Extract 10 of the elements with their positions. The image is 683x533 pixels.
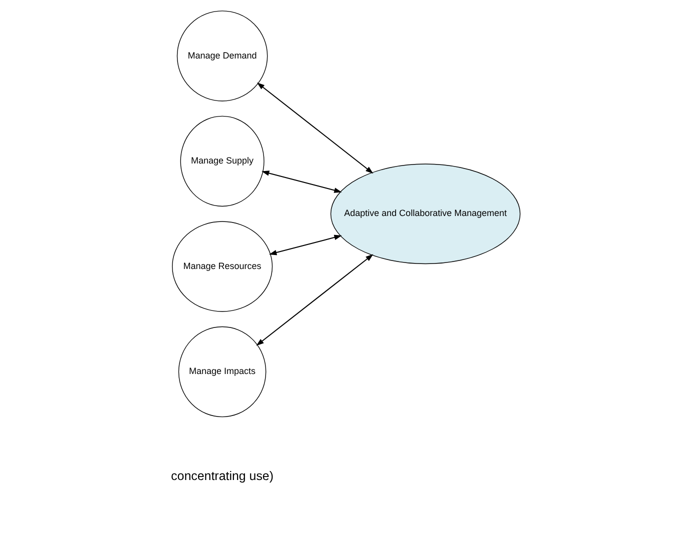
node-ellipse: Adaptive and Collaborative Management: [330, 164, 520, 264]
node-circle: Manage Supply: [180, 116, 264, 207]
arrow: [268, 234, 342, 256]
arrow: [256, 254, 373, 346]
node-circle: Manage Resources: [171, 221, 272, 312]
arrow: [256, 82, 373, 174]
node-circle: Manage Demand: [176, 10, 268, 102]
arrow: [261, 170, 342, 193]
node-circle: Manage Impacts: [178, 326, 266, 418]
label: concentrating use): [170, 469, 274, 484]
